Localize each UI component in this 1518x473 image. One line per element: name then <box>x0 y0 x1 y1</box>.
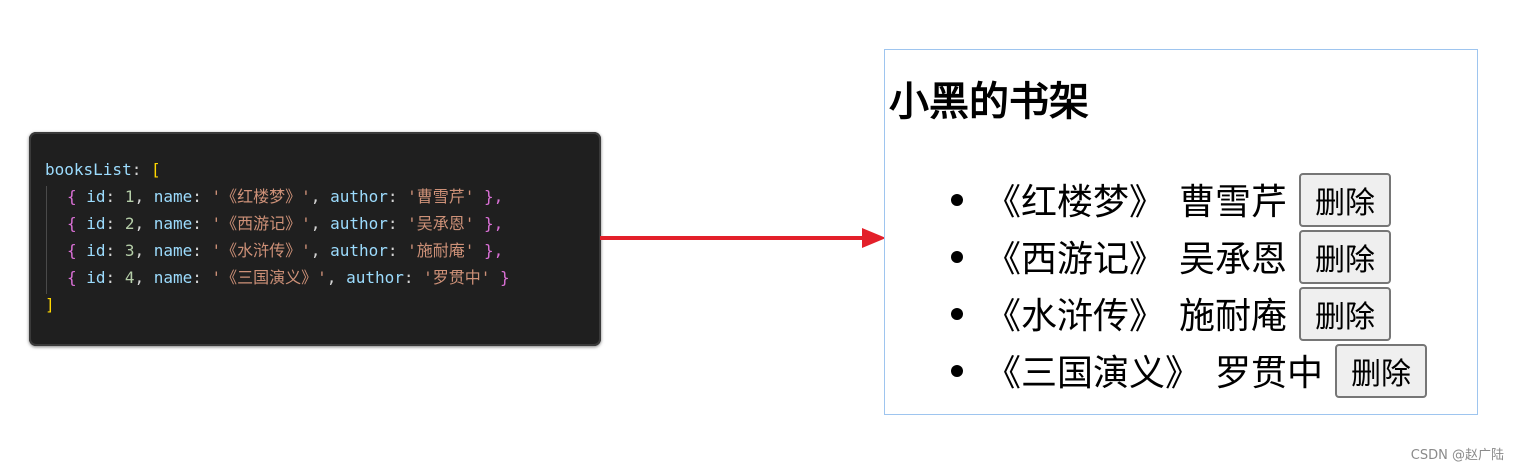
bullet-icon <box>951 308 963 320</box>
code-key-name: name <box>153 268 193 287</box>
code-key-name: name <box>153 187 193 206</box>
code-author-value: '曹雪芹' <box>407 187 475 206</box>
code-line-item: { id: 2, name: '《西游记》', author: '吴承恩' }, <box>67 214 504 233</box>
book-author: 罗贯中 <box>1215 352 1324 394</box>
code-name-value: '《西游记》' <box>211 214 311 233</box>
code-key-name: name <box>153 241 193 260</box>
book-name: 《西游记》 <box>985 238 1166 280</box>
code-id-value: 2 <box>124 214 135 233</box>
code-snippet-panel: booksList: [ { id: 1, name: '《红楼梦》', aut… <box>29 132 601 346</box>
delete-button[interactable]: 删除 <box>1335 343 1428 398</box>
code-key-name: name <box>153 214 193 233</box>
code-key-author: author <box>330 241 388 260</box>
code-id-value: 4 <box>124 268 135 287</box>
page-title: 小黑的书架 <box>889 79 1089 125</box>
code-key-id: id <box>86 268 106 287</box>
code-brace-close: }, <box>474 241 504 260</box>
book-list: 《红楼梦》 曹雪芹 删除 《西游记》 吴承恩 删除 《水浒传》 施耐庵 删除 《… <box>885 170 1428 398</box>
code-author-value: '施耐庵' <box>407 241 475 260</box>
code-line-item: { id: 3, name: '《水浒传》', author: '施耐庵' }, <box>67 241 504 260</box>
code-brace-close: }, <box>474 214 504 233</box>
watermark: CSDN @赵广陆 <box>1410 448 1504 463</box>
right-arrow-icon <box>600 228 886 248</box>
code-id-value: 1 <box>124 187 135 206</box>
code-key-author: author <box>330 214 388 233</box>
indent-guide <box>46 186 47 294</box>
code-colon: : <box>131 160 142 179</box>
code-key-id: id <box>86 214 106 233</box>
code-var-name: booksList <box>45 160 132 179</box>
book-author: 吴承恩 <box>1179 238 1288 280</box>
code-line-close: ] <box>29 291 601 318</box>
code-key-author: author <box>346 268 404 287</box>
book-author: 施耐庵 <box>1179 295 1288 337</box>
code-name-value: '《三国演义》' <box>211 268 327 287</box>
code-brace-close: } <box>490 268 510 287</box>
code-brace-open: { <box>67 214 77 233</box>
code-key-id: id <box>86 187 106 206</box>
code-brace-open: { <box>67 241 77 260</box>
delete-button[interactable]: 删除 <box>1299 229 1392 284</box>
code-close-bracket: ] <box>45 295 55 314</box>
delete-button[interactable]: 删除 <box>1299 286 1392 341</box>
bullet-icon <box>951 251 963 263</box>
code-author-value: '吴承恩' <box>407 214 475 233</box>
code-key-id: id <box>86 241 106 260</box>
list-item: 《水浒传》 施耐庵 删除 <box>885 284 1427 341</box>
code-line-item: { id: 1, name: '《红楼梦》', author: '曹雪芹' }, <box>67 187 504 206</box>
list-item: 《西游记》 吴承恩 删除 <box>885 227 1427 284</box>
bullet-icon <box>951 365 963 377</box>
list-item: 《红楼梦》 曹雪芹 删除 <box>885 170 1427 227</box>
bullet-icon <box>951 194 963 206</box>
code-id-value: 3 <box>124 241 135 260</box>
book-name: 《三国演义》 <box>985 352 1202 394</box>
code-brace-close: }, <box>474 187 504 206</box>
code-author-value: '罗贯中' <box>423 268 491 287</box>
rendered-page-preview: 小黑的书架 《红楼梦》 曹雪芹 删除 《西游记》 吴承恩 删除 《水浒传》 施耐… <box>884 49 1478 415</box>
book-author: 曹雪芹 <box>1179 181 1288 223</box>
code-name-value: '《红楼梦》' <box>211 187 311 206</box>
code-line-item: { id: 4, name: '《三国演义》', author: '罗贯中' } <box>67 268 510 287</box>
code-line-declaration: booksList: [ <box>29 156 601 183</box>
code-key-author: author <box>330 187 388 206</box>
delete-button[interactable]: 删除 <box>1299 172 1392 227</box>
list-item: 《三国演义》 罗贯中 删除 <box>885 341 1428 398</box>
code-brace-open: { <box>67 268 77 287</box>
code-brace-open: { <box>67 187 77 206</box>
book-name: 《红楼梦》 <box>985 181 1166 223</box>
book-name: 《水浒传》 <box>985 295 1166 337</box>
code-name-value: '《水浒传》' <box>211 241 311 260</box>
code-open-bracket: [ <box>150 160 161 179</box>
